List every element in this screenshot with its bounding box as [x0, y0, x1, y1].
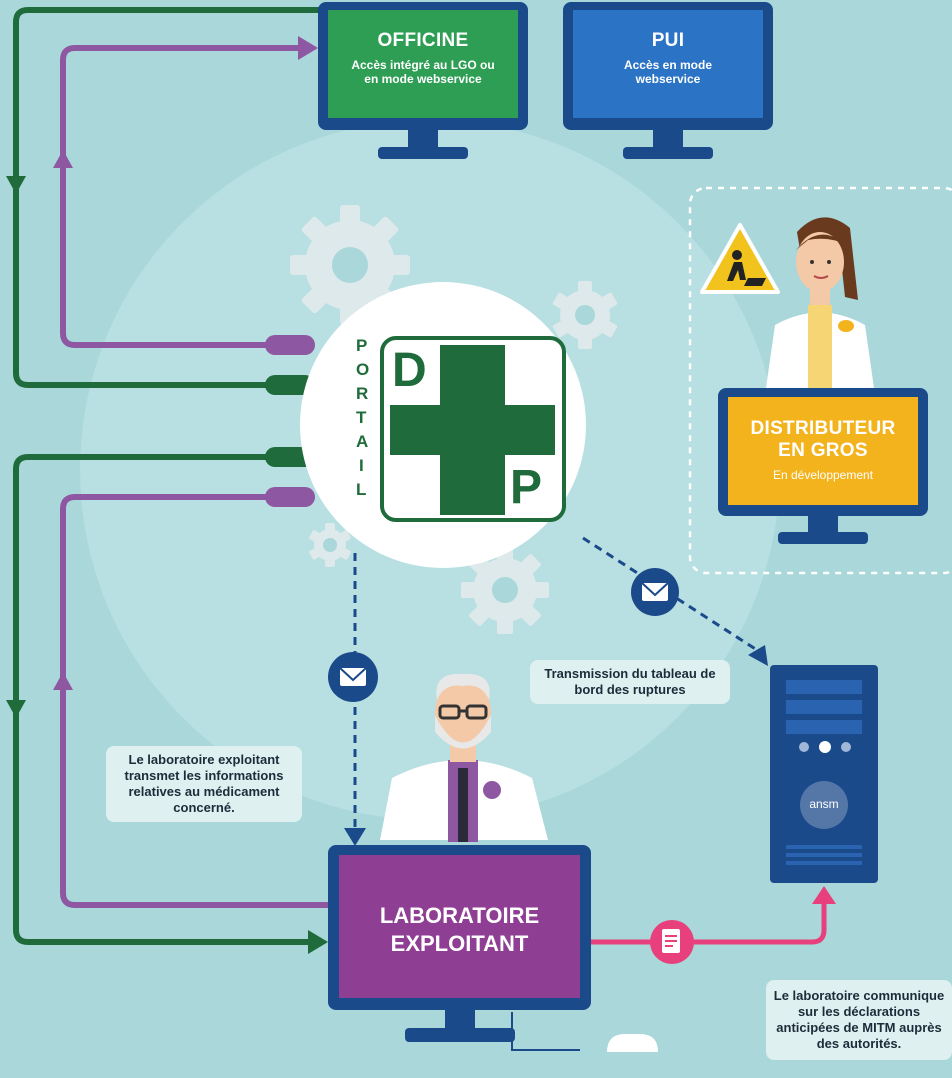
purple-plug: [265, 487, 315, 507]
green-plug: [265, 447, 315, 467]
distributeur-monitor: [718, 388, 928, 544]
portail-letter: R: [356, 384, 369, 403]
purple-arrow: [298, 36, 318, 60]
portail-letter: A: [356, 432, 369, 451]
portail-letter: I: [359, 456, 364, 475]
purple-arrow: [53, 150, 73, 168]
green-flow-lines: [13, 7, 320, 945]
pink-arrow: [812, 886, 836, 904]
gear-icon: [290, 205, 410, 325]
logo-letter-p: P: [510, 461, 543, 514]
dashed-arrow: [344, 828, 366, 846]
mouse: [607, 1034, 658, 1052]
green-arrow: [6, 176, 26, 194]
envelope-icon: [631, 568, 679, 616]
note-tableau-bord: Transmission du tableau de bord des rupt…: [530, 660, 730, 704]
envelope-icon: [328, 652, 378, 702]
distributeur-subtitle: En développement: [772, 468, 874, 482]
gear-icon: [552, 281, 618, 349]
dashed-arrow: [748, 645, 768, 666]
officine-title: OFFICINE: [377, 30, 469, 51]
pui-subtitle: Accès en mode webservice: [623, 58, 713, 86]
ansm-server: [770, 665, 878, 883]
pui-label: PUI Accès en mode webservice: [573, 30, 763, 86]
distributeur-label: DISTRIBUTEUR EN GROS En développement: [728, 418, 918, 482]
portail-letter: O: [356, 360, 370, 379]
laboratoire-title: LABORATOIRE EXPLOITANT: [379, 903, 540, 956]
purple-flow-lines: [60, 45, 330, 908]
portail-letter: T: [356, 408, 367, 427]
purple-plug: [265, 335, 315, 355]
officine-label: OFFICINE Accès intégré au LGO ou en mode…: [328, 30, 518, 86]
officine-subtitle: Accès intégré au LGO ou en mode webservi…: [351, 58, 495, 86]
dp-logo-cross: [390, 345, 555, 515]
purple-arrow: [53, 672, 73, 690]
pui-monitor: [563, 2, 773, 159]
ansm-label: ansm: [809, 797, 839, 811]
note-labo-transmet: Le laboratoire exploitant transmet les i…: [106, 746, 302, 822]
roadwork-warning-icon: [700, 223, 780, 294]
laboratoire-monitor: [328, 845, 658, 1052]
pharmacist-avatar: [380, 673, 548, 842]
officine-monitor: [318, 2, 528, 159]
distributeur-frame: [688, 186, 952, 575]
distributeur-title: DISTRIBUTEUR EN GROS: [750, 418, 896, 461]
gear-icon: [309, 523, 351, 567]
green-arrow: [308, 930, 328, 954]
green-plug: [265, 375, 315, 395]
document-icon: [650, 920, 694, 964]
pink-flow-line: [590, 900, 827, 945]
green-arrow: [6, 700, 26, 718]
pui-title: PUI: [651, 30, 685, 51]
logo-letter-d: D: [392, 344, 427, 397]
woman-avatar: [765, 217, 875, 395]
portail-letter: P: [356, 336, 368, 355]
gear-icon: [461, 546, 549, 634]
portail-letter: L: [356, 480, 367, 499]
note-labo-communique: Le laboratoire communique sur les déclar…: [766, 980, 952, 1060]
